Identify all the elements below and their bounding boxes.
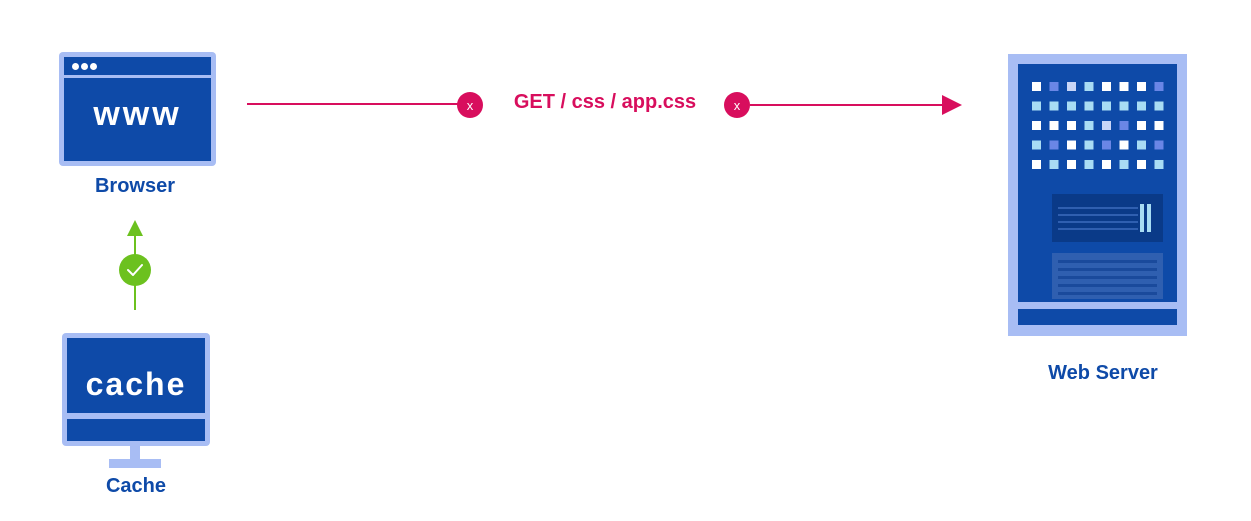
web-server-icon: [1008, 54, 1187, 336]
server-light: [1102, 121, 1111, 130]
server-light: [1049, 140, 1059, 150]
arrow-up-icon: [127, 220, 143, 236]
server-light: [1137, 160, 1146, 169]
window-dot-icon: [81, 63, 88, 70]
request-label: GET / css / app.css: [513, 91, 697, 113]
blocked-x-text: x: [467, 98, 474, 113]
blocked-x-icon: [724, 92, 750, 118]
server-light: [1102, 101, 1111, 111]
server-light: [1137, 101, 1146, 111]
server-light: [1154, 101, 1164, 111]
server-light: [1102, 82, 1111, 91]
server-light: [1154, 160, 1164, 169]
server-light: [1102, 160, 1111, 169]
server-light: [1032, 101, 1041, 111]
server-light: [1119, 140, 1129, 150]
server-light: [1049, 82, 1059, 91]
server-light: [1032, 121, 1041, 130]
server-light: [1119, 121, 1129, 130]
server-light: [1119, 160, 1129, 169]
server-light: [1154, 121, 1164, 130]
check-icon: [119, 254, 151, 286]
server-light: [1137, 121, 1146, 130]
server-light: [1067, 82, 1076, 91]
server-light: [1032, 160, 1041, 169]
server-light: [1137, 82, 1146, 91]
server-light: [1049, 101, 1059, 111]
server-light: [1154, 140, 1164, 150]
server-light: [1102, 140, 1111, 150]
window-dot-icon: [72, 63, 79, 70]
window-dot-icon: [90, 63, 97, 70]
server-light: [1137, 140, 1146, 150]
server-light: [1119, 101, 1129, 111]
server-light: [1084, 101, 1094, 111]
server-light: [1067, 160, 1076, 169]
server-light: [1032, 82, 1041, 91]
monitor-base: [109, 459, 161, 468]
server-light: [1084, 82, 1094, 91]
server-lights-grid: [1032, 82, 1164, 169]
server-light: [1067, 101, 1076, 111]
blocked-x-icon: [457, 92, 483, 118]
browser-title-bar: [64, 57, 211, 75]
server-light: [1119, 82, 1129, 91]
server-light: [1067, 140, 1076, 150]
browser-label: Browser: [94, 175, 176, 197]
server-drive-panel: [1052, 194, 1163, 242]
server-light: [1067, 121, 1076, 130]
cache-screen-text: cache: [85, 366, 187, 402]
browser-screen-text: www: [93, 95, 182, 133]
browser-window-icon: www: [59, 52, 216, 166]
server-light: [1154, 82, 1164, 91]
server-vent-panel: [1052, 253, 1163, 299]
server-light: [1049, 121, 1059, 130]
server-light: [1084, 121, 1094, 130]
server-light: [1049, 160, 1059, 169]
blocked-x-text: x: [734, 98, 741, 113]
monitor-stand: [130, 446, 140, 460]
cache-label: Cache: [105, 475, 167, 497]
server-light: [1084, 160, 1094, 169]
server-light: [1084, 140, 1094, 150]
server-label: Web Server: [1048, 362, 1158, 384]
cache-monitor-icon: cache: [62, 333, 210, 446]
server-light: [1032, 140, 1041, 150]
